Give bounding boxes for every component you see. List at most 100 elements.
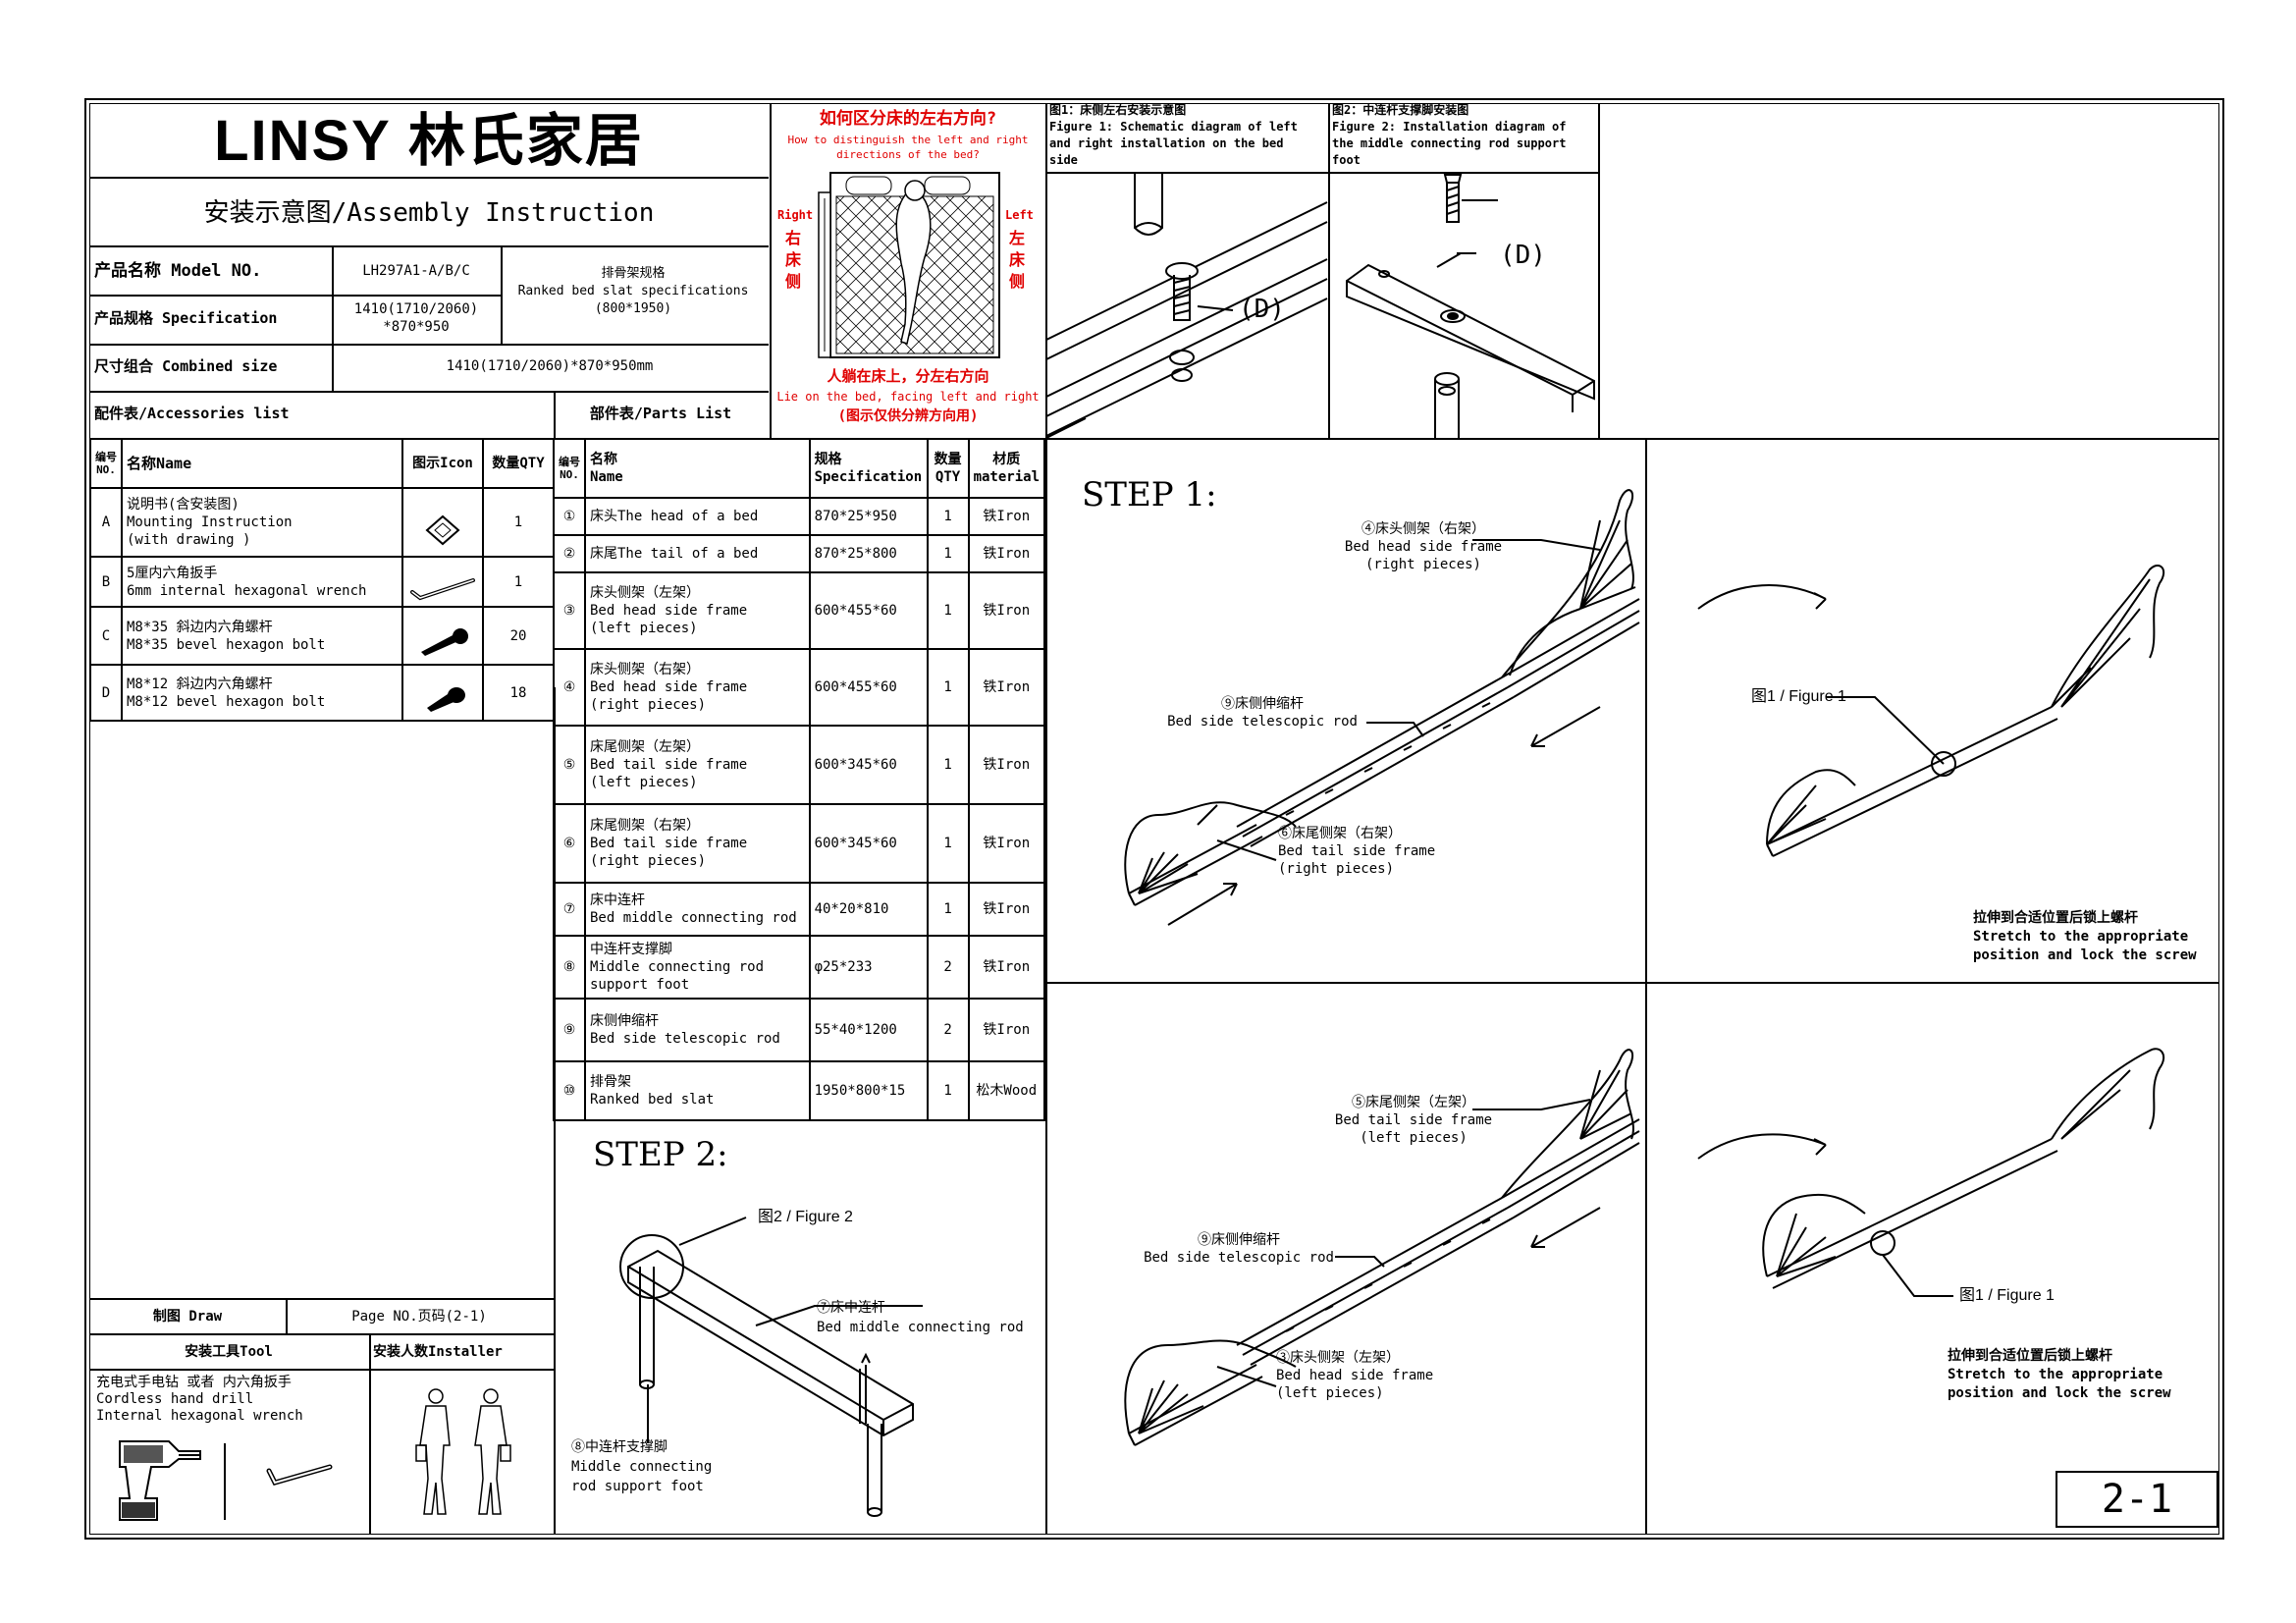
step1-stretch-note: 拉伸到合适位置后锁上螺杆 Stretch to the appropriate … (1973, 910, 2197, 963)
draw-label: 制图 Draw (152, 1309, 223, 1325)
brand-logo: LINSY 林氏家居 (214, 109, 644, 173)
step1-fig-ref: 图1 / Figure 1 (1751, 688, 1846, 705)
part-qty: 1 (926, 571, 970, 650)
part-qty: 1 (926, 534, 970, 573)
step1-illustration (1124, 489, 1640, 926)
part-qty: 1 (926, 648, 970, 727)
parts-header-name: 名称 Name (584, 438, 811, 499)
figure2-caption: 图2：中连杆支撑脚安装图 Figure 2: Installation diag… (1332, 103, 1567, 167)
part-spec: 600*345*60 (808, 803, 929, 884)
part-name: 中连杆支撑脚 Middle connecting rod support foo… (584, 935, 811, 1000)
left-label-cn: 左 床 侧 (1009, 229, 1026, 291)
model-label: 产品名称 Model NO. (94, 261, 262, 281)
combined-label: 尺寸组合 Combined size (94, 357, 278, 375)
part-name: 床尾The tail of a bed (584, 534, 811, 573)
parts-header-spec: 规格 Specification (808, 438, 929, 499)
step1b-label-rod: ⑨床侧伸缩杆 Bed side telescopic rod (1144, 1232, 1334, 1266)
part-material: 铁Iron (967, 935, 1046, 1000)
table-row: A 说明书(含安装图) Mounting Instruction (with d… (89, 487, 555, 558)
part-material: 铁Iron (967, 571, 1046, 650)
part-spec: 600*345*60 (808, 725, 929, 805)
page-no-label: Page NO.页码(2-1) (351, 1309, 487, 1325)
page-number-box (2056, 1471, 2218, 1528)
part-material: 铁Iron (967, 998, 1046, 1062)
part-qty: 2 (926, 935, 970, 1000)
accessories-table: 编号 NO. 名称Name 图示Icon 数量QTY A 说明书(含安装图) M… (89, 438, 555, 722)
step1-detail-illustration (1697, 565, 2165, 857)
installer-label: 安装人数Installer (373, 1344, 503, 1360)
part-qty: 2 (926, 998, 970, 1062)
installers-icon (415, 1388, 511, 1515)
step2-title: STEP 2: (593, 1135, 728, 1174)
lie-instruction-cn: 人躺在床上，分左右方向 (827, 367, 989, 385)
acc-no: A (89, 487, 123, 558)
acc-name: 5厘内六角扳手 6mm internal hexagonal wrench (121, 556, 403, 608)
acc-no: C (89, 606, 123, 666)
tool-text: 充电式手电钻 或者 内六角扳手 Cordless hand drill Inte… (96, 1375, 303, 1424)
part-no: ④ (553, 648, 586, 727)
acc-qty: 18 (482, 664, 555, 722)
step2-label-foot: ⑧中连杆支撑脚 Middle connecting rod support fo… (571, 1439, 713, 1494)
part-no: ③ (553, 571, 586, 650)
figure2-label: (D) (1500, 241, 1546, 270)
acc-qty: 1 (482, 556, 555, 608)
part-spec: 870*25*950 (808, 497, 929, 536)
parts-header-qty: 数量 QTY (926, 438, 970, 499)
part-material: 铁Iron (967, 534, 1046, 573)
direction-question-en: How to distinguish the left and right di… (787, 134, 1029, 161)
part-no: ⑥ (553, 803, 586, 884)
part-qty: 1 (926, 1060, 970, 1121)
part-qty: 1 (926, 497, 970, 536)
part-name: 床头侧架（右架） Bed head side frame (right piec… (584, 648, 811, 727)
tool-label: 安装工具Tool (185, 1344, 273, 1360)
acc-qty: 1 (482, 487, 555, 558)
lie-instruction-en: Lie on the bed, facing left and right (776, 390, 1040, 404)
step1-label-head-right: ④床头侧架（右架） Bed head side frame (right pie… (1344, 521, 1503, 572)
acc-qty: 20 (482, 606, 555, 666)
acc-name: M8*12 斜边内六角螺杆 M8*12 bevel hexagon bolt (121, 664, 403, 722)
part-no: ⑦ (553, 882, 586, 937)
table-row: D M8*12 斜边内六角螺杆 M8*12 bevel hexagon bolt… (89, 664, 555, 722)
part-name: 排骨架 Ranked bed slat (584, 1060, 811, 1121)
bolt-icon (401, 606, 484, 666)
parts-heading: 部件表/Parts List (589, 405, 732, 422)
part-spec: 870*25*800 (808, 534, 929, 573)
figure1-illustration (1045, 173, 1328, 439)
part-name: 床侧伸缩杆 Bed side telescopic rod (584, 998, 811, 1062)
right-label-en: Right (777, 208, 814, 222)
step1b-illustration (1124, 1049, 1640, 1446)
left-label-en: Left (1005, 208, 1034, 222)
direction-question-cn: 如何区分床的左右方向? (819, 109, 997, 129)
part-material: 铁Iron (967, 648, 1046, 727)
right-label-cn: 右 床 侧 (785, 229, 802, 291)
step1b-fig-ref: 图1 / Figure 1 (1959, 1287, 2055, 1304)
acc-no: B (89, 556, 123, 608)
part-spec: 40*20*810 (808, 882, 929, 937)
part-name: 床尾侧架（右架） Bed tail side frame (right piec… (584, 803, 811, 884)
acc-header-icon: 图示Icon (401, 438, 484, 489)
step2-label-rod: ⑦床中连杆 Bed middle connecting rod (817, 1300, 1024, 1335)
part-material: 铁Iron (967, 882, 1046, 937)
bolt-icon (401, 664, 484, 722)
cordless-drill-icon (119, 1440, 201, 1521)
acc-name: M8*35 斜边内六角螺杆 M8*35 bevel hexagon bolt (121, 606, 403, 666)
step1-label-rod: ⑨床侧伸缩杆 Bed side telescopic rod (1167, 696, 1358, 730)
step1-title: STEP 1: (1082, 475, 1217, 514)
part-name: 床头The head of a bed (584, 497, 811, 536)
parts-header-no: 编号 NO. (553, 438, 586, 499)
part-spec: 600*455*60 (808, 571, 929, 650)
part-spec: 600*455*60 (808, 648, 929, 727)
acc-header-name: 名称Name (121, 438, 403, 489)
part-spec: 1950*800*15 (808, 1060, 929, 1121)
page-border-inner (89, 103, 2219, 1535)
part-no: ① (553, 497, 586, 536)
step1b-stretch-note: 拉伸到合适位置后锁上螺杆 Stretch to the appropriate … (1948, 1348, 2171, 1401)
figure1-label: (D) (1239, 295, 1285, 324)
